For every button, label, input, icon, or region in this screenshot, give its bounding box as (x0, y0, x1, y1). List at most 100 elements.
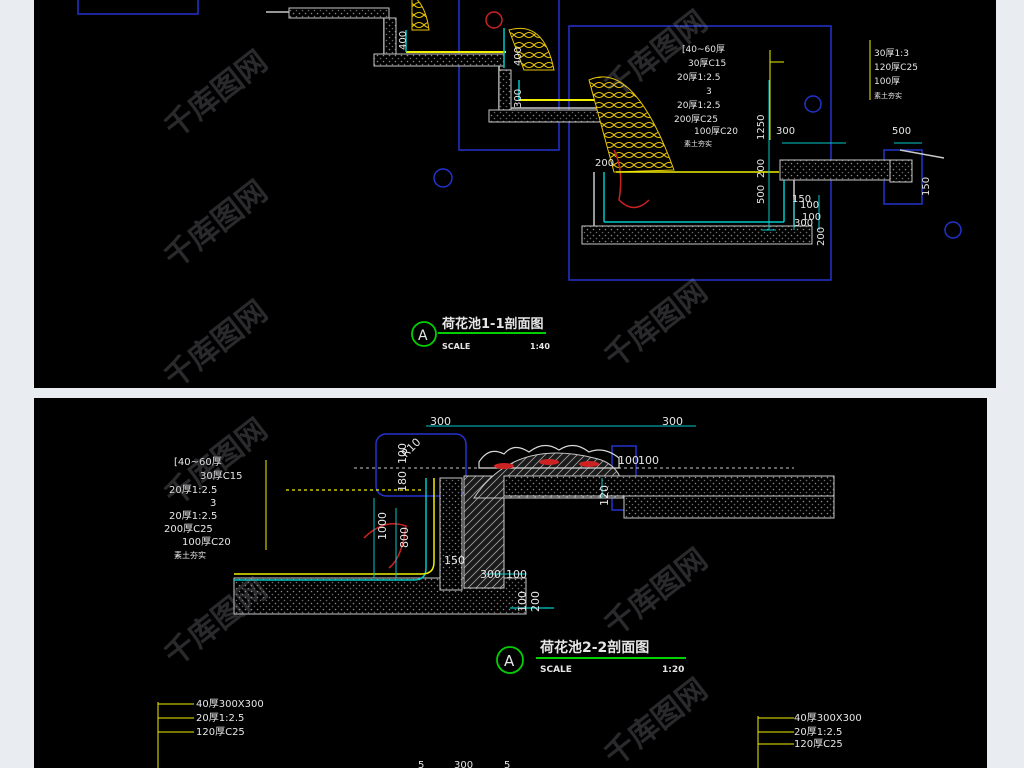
layer-label: 100厚C20 (694, 126, 738, 137)
dim-300: 300 (776, 126, 795, 137)
dim-500: 500 (892, 126, 911, 137)
layer-label: 素土夯实 (174, 550, 206, 560)
dimension-text-group: 1250 200 200 500 300 150 100 400 400 300… (398, 31, 932, 246)
section-2-2-drawing: [40~60厚 30厚C15 20厚1:2.5 3 20厚1:2.5 200厚C… (157, 415, 862, 768)
highlight-box (458, 0, 560, 151)
dim-300: 300 (662, 415, 683, 428)
layer-label-group: [40~60厚 30厚C15 20厚1:2.5 3 20厚1:2.5 200厚C… (164, 456, 242, 560)
dim-800: 800 (398, 527, 411, 548)
layer-label-group: [40~60厚 30厚C15 20厚1:2.5 3 20厚1:2.5 200厚C… (674, 44, 738, 148)
layer-label: 30厚1:3 (874, 48, 909, 59)
boulder (613, 149, 650, 209)
dim-150: 150 (792, 194, 811, 205)
dim-100: 100 (638, 454, 659, 467)
drawing-title: 荷花池1-1剖面图 (441, 316, 544, 332)
leader-lines (769, 40, 871, 140)
layer-label: 20厚1:2.5 (677, 72, 721, 83)
dim-300: 300 (480, 568, 501, 581)
dim-300: 300 (430, 415, 451, 428)
section-mark-letter: A (504, 652, 515, 670)
dim-200: 200 (756, 159, 767, 178)
dim-100: 100 (506, 568, 527, 581)
right-layer-label-group: 30厚1:3 120厚C25 100厚 素土夯实 (874, 48, 918, 100)
layer-label: 200厚C25 (674, 114, 718, 125)
boulder (485, 11, 503, 29)
section-1-1-panel: [40~60厚 30厚C15 20厚1:2.5 3 20厚1:2.5 200厚C… (34, 0, 996, 388)
dim-5: 5 (418, 760, 424, 768)
dim-400: 400 (513, 47, 524, 66)
legend-item: 20厚1:2.5 (794, 726, 842, 738)
layer-label: 素土夯实 (684, 139, 712, 148)
section-2-2-panel: [40~60厚 30厚C15 20厚1:2.5 3 20厚1:2.5 200厚C… (34, 398, 987, 768)
bottom-dimensions: 5 300 5 (418, 760, 510, 768)
legend-item: 40厚300X300 (794, 712, 862, 724)
rockwork (411, 0, 430, 31)
legend-item: 20厚1:2.5 (196, 712, 244, 724)
layer-label: 20厚1:2.5 (677, 100, 721, 111)
dimension-lines (762, 80, 922, 231)
planting (478, 444, 620, 469)
scale-value: 1:40 (530, 342, 550, 351)
layer-label: 素土夯实 (874, 91, 902, 100)
drawing-title: 荷花池2-2剖面图 (539, 639, 649, 656)
legend-left: 40厚300X300 20厚1:2.5 120厚C25 (196, 698, 264, 738)
terrace-steps (266, 7, 620, 150)
dim-300: 300 (794, 218, 813, 229)
layer-label: 200厚C25 (164, 523, 213, 535)
dim-300: 300 (513, 89, 524, 108)
layer-label: 100厚 (874, 76, 900, 87)
dim-200: 200 (816, 227, 827, 246)
pond-basin (581, 149, 945, 245)
dimension-text-group: 300 300 100 100 R10 180 100 120 1000 800… (376, 415, 683, 612)
title-block: A 荷花池1-1剖面图 SCALE 1:40 (411, 316, 550, 351)
dim-100: 100 (516, 591, 529, 612)
dim-300: 300 (454, 760, 473, 768)
dim-150: 150 (921, 177, 932, 196)
scale-value: 1:20 (662, 665, 684, 675)
dim-100: 100 (396, 443, 409, 464)
legend-item: 120厚C25 (196, 726, 245, 738)
dim-200: 200 (529, 591, 542, 612)
rockwork (508, 28, 555, 71)
layer-label: 20厚1:2.5 (169, 484, 217, 496)
layer-label: [40~60厚 (174, 456, 222, 468)
legend-item: 120厚C25 (794, 738, 843, 750)
rockwork (588, 76, 675, 173)
highlight-box (77, 0, 199, 15)
scale-label: SCALE (442, 342, 470, 351)
dim-120: 120 (598, 485, 611, 506)
section-1-1-drawing: [40~60厚 30厚C15 20厚1:2.5 3 20厚1:2.5 200厚C… (77, 0, 962, 351)
dim-500: 500 (756, 185, 767, 204)
pond-structure (233, 452, 835, 615)
legend-right: 40厚300X300 20厚1:2.5 120厚C25 (794, 712, 862, 750)
highlight-box (568, 25, 832, 281)
dim-1000: 1000 (376, 512, 389, 540)
dim-400: 400 (398, 31, 409, 50)
dim-100: 100 (618, 454, 639, 467)
section-mark-circle (496, 646, 524, 674)
layer-label: 30厚C15 (688, 58, 726, 69)
highlight-box (375, 433, 467, 497)
dim-100: 100 (802, 212, 821, 223)
leader-lines (157, 460, 794, 768)
dim-5: 5 (504, 760, 510, 768)
dim-200: 200 (595, 158, 614, 169)
dim-180: 180 (396, 471, 409, 492)
legend-item: 40厚300X300 (196, 698, 264, 710)
dim-100: 100 (800, 200, 819, 211)
layer-label: 120厚C25 (874, 62, 918, 73)
callout-markers (433, 95, 962, 239)
title-block: A 荷花池2-2剖面图 SCALE 1:20 (496, 639, 686, 675)
dim-150: 150 (444, 554, 465, 567)
layer-label: 20厚1:2.5 (169, 510, 217, 522)
scale-label: SCALE (540, 665, 572, 675)
section-mark-letter: A (418, 328, 428, 344)
section-mark-circle (411, 321, 437, 347)
dim-1250: 1250 (756, 115, 767, 140)
layer-label: 100厚C20 (182, 536, 231, 548)
layer-label: [40~60厚 (682, 44, 725, 55)
layer-label: 30厚C15 (200, 470, 242, 482)
layer-label: 3 (706, 87, 712, 97)
dimension-lines (373, 425, 696, 578)
layer-label: 3 (210, 498, 216, 509)
